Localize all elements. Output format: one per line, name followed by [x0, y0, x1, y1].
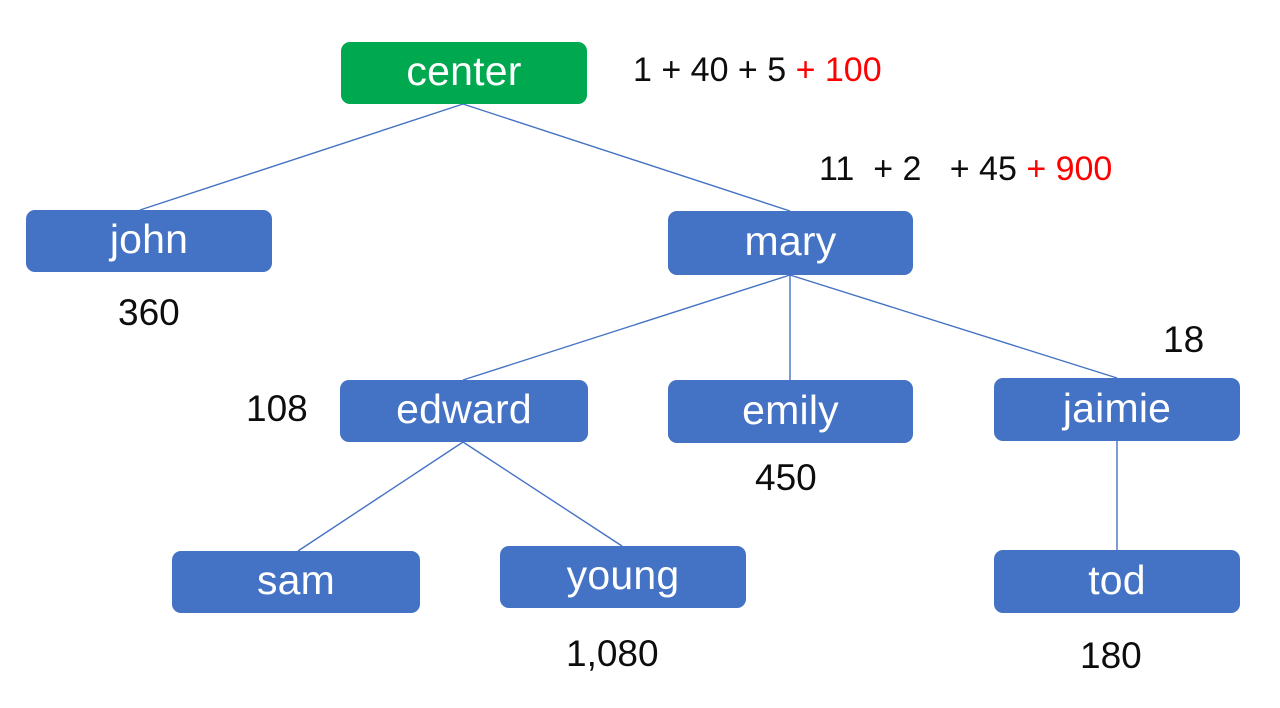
- node-label: tod: [1088, 556, 1146, 603]
- value-label-edward: 108: [246, 388, 308, 429]
- node-mary[interactable]: mary: [668, 211, 913, 275]
- value-label-jaimie: 18: [1163, 319, 1205, 360]
- node-label: john: [109, 216, 189, 262]
- edge-edward-to-sam: [297, 441, 464, 552]
- edge-center-to-mary: [462, 103, 791, 212]
- formula-highlight-term: + 900: [1026, 150, 1113, 188]
- formula-highlight-term: + 100: [795, 51, 882, 89]
- node-john[interactable]: john: [26, 210, 272, 272]
- value-label-young: 1,080: [566, 633, 659, 674]
- edge-mary-to-jaimie: [789, 274, 1118, 379]
- value-label-tod: 180: [1080, 635, 1142, 676]
- value-label-emily: 450: [755, 457, 817, 498]
- value-label-john: 360: [118, 292, 180, 333]
- node-sam[interactable]: sam: [172, 551, 420, 613]
- node-label: emily: [742, 386, 839, 433]
- edge-mary-to-edward: [462, 274, 791, 381]
- node-young[interactable]: young: [500, 546, 746, 608]
- edge-center-to-john: [139, 103, 464, 211]
- node-tod[interactable]: tod: [994, 550, 1240, 613]
- edge-edward-to-young: [462, 441, 623, 547]
- node-emily[interactable]: emily: [668, 380, 913, 443]
- node-center[interactable]: center: [341, 42, 587, 104]
- node-label: center: [406, 48, 522, 94]
- node-label: sam: [256, 557, 336, 603]
- formula-term: 1 + 40 + 5: [633, 51, 796, 89]
- node-label: edward: [396, 386, 532, 432]
- node-jaimie[interactable]: jaimie: [994, 378, 1240, 441]
- node-label: mary: [744, 218, 837, 264]
- mary-formula: 11 + 2 + 45 + 900: [819, 152, 1112, 186]
- formula-term: 11 + 2 + 45: [819, 150, 1027, 188]
- node-edward[interactable]: edward: [340, 380, 588, 442]
- node-label: jaimie: [1062, 384, 1172, 431]
- center-formula: 1 + 40 + 5 + 100: [633, 53, 882, 87]
- node-label: young: [566, 552, 680, 598]
